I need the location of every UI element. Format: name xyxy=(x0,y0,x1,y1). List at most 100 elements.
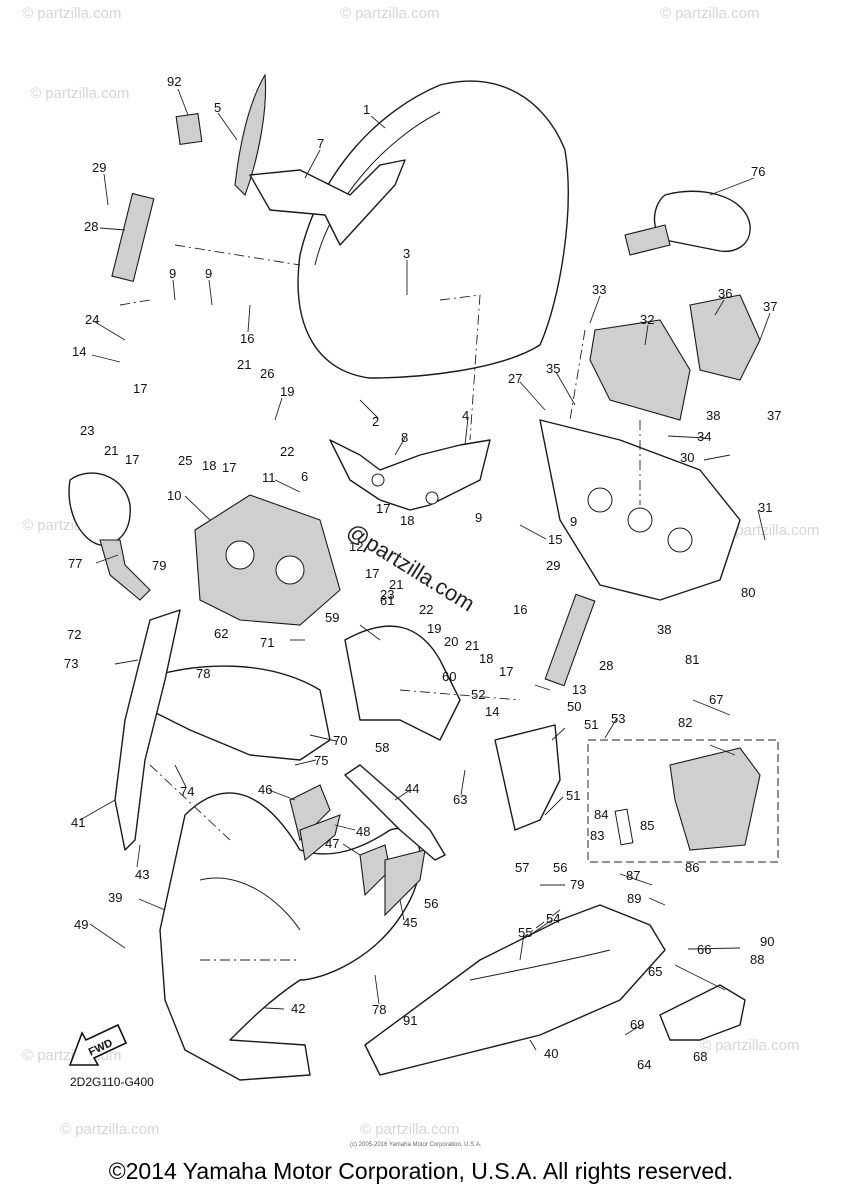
callout-5: 5 xyxy=(214,100,221,115)
callout-69: 69 xyxy=(630,1017,644,1032)
callout-77: 77 xyxy=(68,556,82,571)
callout-9: 9 xyxy=(475,510,482,525)
callout-37: 37 xyxy=(763,299,777,314)
callout-83: 83 xyxy=(590,828,604,843)
callout-labels: 92 5 1 7 29 28 3 76 9 9 24 16 33 32 36 3… xyxy=(64,74,781,1072)
callout-9: 9 xyxy=(205,266,212,281)
callout-79: 79 xyxy=(152,558,166,573)
callout-65: 65 xyxy=(648,964,662,979)
callout-53: 53 xyxy=(611,711,625,726)
callout-84: 84 xyxy=(594,807,608,822)
callout-36: 36 xyxy=(718,286,732,301)
callout-14: 14 xyxy=(485,704,499,719)
callout-61: 61 xyxy=(380,593,394,608)
callout-9: 9 xyxy=(570,514,577,529)
callout-63: 63 xyxy=(453,792,467,807)
strip-part xyxy=(111,192,155,283)
copyright-footer: ©2014 Yamaha Motor Corporation, U.S.A. A… xyxy=(108,1158,734,1184)
leader-lines xyxy=(79,88,771,1051)
callout-29: 29 xyxy=(92,160,106,175)
callout-17: 17 xyxy=(365,566,379,581)
callout-9: 9 xyxy=(169,266,176,281)
center-watermark: @partzilla.com xyxy=(342,518,479,616)
windshield-part xyxy=(297,80,569,379)
callout-33: 33 xyxy=(592,282,606,297)
side-cowl-part xyxy=(139,665,331,761)
callout-89: 89 xyxy=(627,891,641,906)
callout-79: 79 xyxy=(570,877,584,892)
meter-part xyxy=(194,494,341,626)
callout-64: 64 xyxy=(637,1057,651,1072)
callout-26: 26 xyxy=(260,366,274,381)
callout-18: 18 xyxy=(202,458,216,473)
callout-21: 21 xyxy=(237,357,251,372)
callout-38: 38 xyxy=(706,408,720,423)
deflector-part xyxy=(234,73,267,196)
diagram-code: 2D2G110-G400 xyxy=(70,1075,154,1089)
callout-11: 11 xyxy=(262,470,276,485)
watermark: © partzilla.com xyxy=(30,85,129,102)
callout-24: 24 xyxy=(85,312,99,327)
callout-67: 67 xyxy=(709,692,723,707)
callout-72: 72 xyxy=(67,627,81,642)
callout-40: 40 xyxy=(544,1046,558,1061)
callout-17: 17 xyxy=(499,664,513,679)
callout-34: 34 xyxy=(697,429,711,444)
watermark: © partzilla.com xyxy=(720,522,819,539)
stay-part xyxy=(329,439,491,511)
callout-23: 23 xyxy=(380,587,394,602)
callout-90: 90 xyxy=(760,934,774,949)
callout-25: 25 xyxy=(178,453,192,468)
callout-38: 38 xyxy=(657,622,671,637)
callout-76: 76 xyxy=(751,164,765,179)
callout-60: 60 xyxy=(442,669,456,684)
callout-47: 47 xyxy=(325,836,339,851)
callout-18: 18 xyxy=(479,651,493,666)
callout-17: 17 xyxy=(222,460,236,475)
callout-49: 49 xyxy=(74,917,88,932)
callout-21: 21 xyxy=(465,638,479,653)
callout-88: 88 xyxy=(750,952,764,967)
callout-87: 87 xyxy=(626,868,640,883)
callout-78: 78 xyxy=(372,1002,386,1017)
callout-16: 16 xyxy=(240,331,254,346)
callout-12: 12 xyxy=(349,539,363,554)
watermark: © partzilla.com xyxy=(60,1121,159,1138)
callout-80: 80 xyxy=(741,585,755,600)
callout-71: 71 xyxy=(260,635,274,650)
callout-51: 51 xyxy=(584,717,598,732)
callout-81: 81 xyxy=(685,652,699,667)
callout-10: 10 xyxy=(167,488,181,503)
mirror-right-part xyxy=(653,190,751,252)
callout-17: 17 xyxy=(125,452,139,467)
callout-68: 68 xyxy=(693,1049,707,1064)
callout-50: 50 xyxy=(567,699,581,714)
callout-8: 8 xyxy=(401,430,408,445)
callout-48: 48 xyxy=(356,824,370,839)
callout-74: 74 xyxy=(180,784,194,799)
callout-16: 16 xyxy=(513,602,527,617)
callout-35: 35 xyxy=(546,361,560,376)
callout-23: 23 xyxy=(80,423,94,438)
callout-46: 46 xyxy=(258,782,272,797)
callout-43: 43 xyxy=(135,867,149,882)
callout-70: 70 xyxy=(333,733,347,748)
callout-54: 54 xyxy=(546,911,560,926)
callout-30: 30 xyxy=(680,450,694,465)
callout-22: 22 xyxy=(419,602,433,617)
callout-78: 78 xyxy=(196,666,210,681)
under-cowl-part xyxy=(364,904,666,1076)
callout-42: 42 xyxy=(291,1001,305,1016)
watermark-group: © partzilla.com © partzilla.com © partzi… xyxy=(22,5,819,1138)
callout-28: 28 xyxy=(84,219,98,234)
callout-27: 27 xyxy=(508,371,522,386)
callout-56: 56 xyxy=(553,860,567,875)
callout-59: 59 xyxy=(325,610,339,625)
callout-37: 37 xyxy=(767,408,781,423)
callout-6: 6 xyxy=(301,469,308,484)
callout-19: 19 xyxy=(280,384,294,399)
callout-15: 15 xyxy=(548,532,562,547)
callout-18: 18 xyxy=(400,513,414,528)
callout-75: 75 xyxy=(314,753,328,768)
callout-41: 41 xyxy=(71,815,85,830)
